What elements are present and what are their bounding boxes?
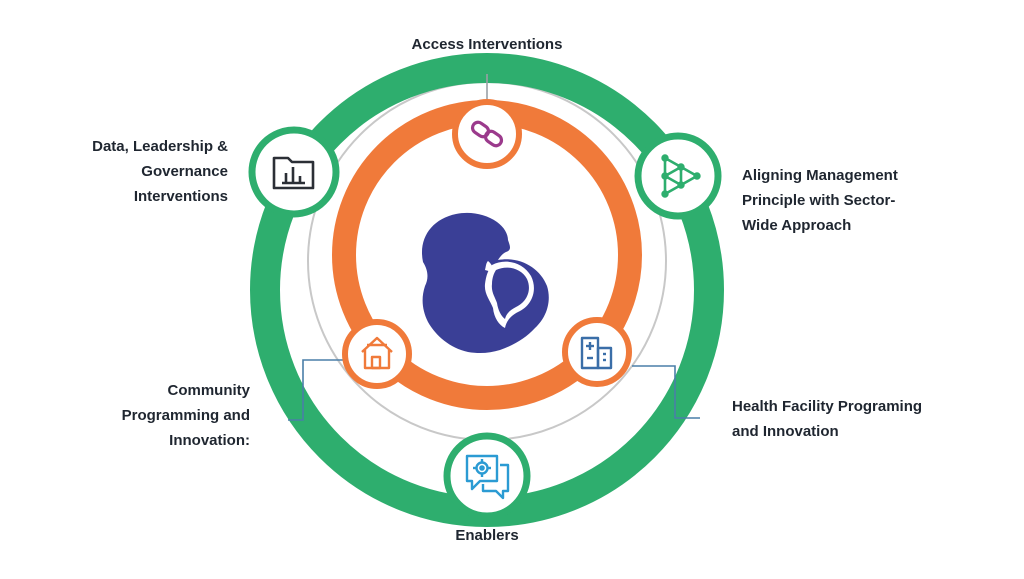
- mother-and-child-icon: [421, 212, 549, 354]
- enablers-label: Enablers: [455, 527, 519, 544]
- community-node-circle: [342, 319, 412, 389]
- access-node: [452, 99, 522, 169]
- hut-home-icon: [361, 336, 393, 370]
- link-chain-icon: [470, 120, 504, 148]
- aligning-node: [634, 132, 722, 220]
- data-leadership-label: Data, Leadership & Governance Interventi…: [92, 138, 228, 205]
- gear-speech-bubble-icon: [465, 454, 510, 500]
- health-facility-connector: [632, 365, 700, 419]
- triangle-network-icon: [661, 154, 701, 198]
- enablers-node: [443, 432, 531, 520]
- enablers-node-circle: [443, 432, 531, 520]
- access-interventions-label: Access Interventions: [411, 36, 563, 53]
- aligning-node-circle: [634, 132, 722, 220]
- community-programming-label: Community Programming and Innovation:: [121, 382, 250, 449]
- hospital-building-icon: [580, 336, 613, 370]
- health-facility-node: [562, 317, 632, 387]
- aligning-management-label: Aligning Management Principle with Secto…: [742, 167, 898, 234]
- health-facility-label: Health Facility Programing and Innovatio…: [732, 398, 923, 440]
- community-node: [342, 319, 412, 389]
- folder-bar-chart-icon: [272, 156, 315, 190]
- community-connector: [288, 359, 345, 421]
- connector-lines: [288, 74, 700, 421]
- data-leadership-node: [248, 126, 340, 218]
